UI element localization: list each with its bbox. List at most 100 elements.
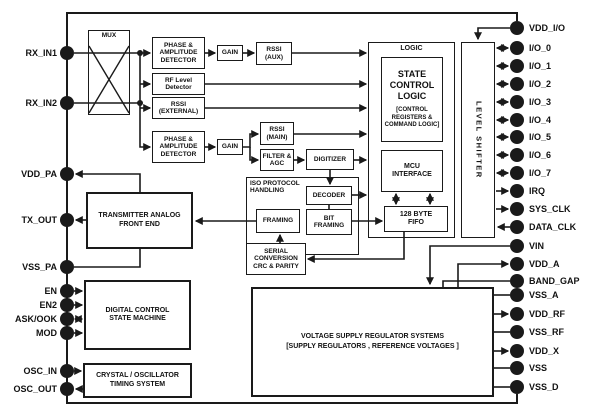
block-label: MCU INTERFACE [392, 162, 432, 178]
wire-rx-bus [139, 53, 152, 151]
block-transmitter-analog-front-end: TRANSMITTER ANALOG FRONT END [86, 192, 193, 249]
block-bit-framing: BIT FRAMING [306, 209, 352, 235]
pin-label-osc-in: OSC_IN [23, 366, 57, 376]
pin-band-gap [510, 274, 524, 288]
pin-io-2 [510, 77, 524, 91]
pin-io-4 [510, 113, 524, 127]
pin-label-io-0: I/O_0 [529, 43, 552, 53]
pin-label-rx-in1: RX_IN1 [25, 48, 57, 58]
junction-dot [137, 100, 143, 106]
block-label: VOLTAGE SUPPLY REGULATOR SYSTEMS [300, 333, 444, 341]
pin-label-io-6: I/O_6 [529, 150, 552, 160]
pin-label-vss: VSS [529, 363, 548, 373]
wire-gain2-filter [249, 147, 260, 164]
block-128-byte-fifo: 128 BYTE FIFO [384, 206, 448, 232]
pin-vss-rf [510, 325, 524, 339]
pin-vdd-a [510, 257, 524, 271]
pin-osc-out [60, 382, 74, 396]
pin-label-osc-out: OSC_OUT [13, 384, 57, 394]
block-phase-amplitude-detector-bottom: PHASE & AMPLITUDE DETECTOR [152, 131, 205, 163]
pin-io-0 [510, 41, 524, 55]
block-label: DIGITIZER [313, 155, 347, 163]
pin-label-io-4: I/O_4 [529, 115, 552, 125]
block-label: DECODER [312, 191, 346, 199]
block-filter-agc: FILTER & AGC [260, 149, 294, 171]
pin-irq [510, 184, 524, 198]
pin-label-vdd-io: VDD_I/O [529, 23, 566, 33]
block-label: RF Level Detector [164, 76, 193, 91]
block-gain-bottom: GAIN [217, 139, 243, 155]
block-rssi-external: RSSI (EXTERNAL) [152, 97, 205, 119]
pin-io-3 [510, 95, 524, 109]
pin-label-vss-d: VSS_D [529, 382, 559, 392]
block-rf-level-detector: RF Level Detector [152, 73, 205, 95]
wire-vsspa [74, 249, 141, 268]
pin-io-5 [510, 130, 524, 144]
pin-rx-in1 [60, 46, 74, 60]
wire-gain2-rssimain [243, 130, 260, 148]
block-label: GAIN [221, 49, 239, 57]
pin-io-1 [510, 59, 524, 73]
block-label: 128 BYTE FIFO [399, 210, 433, 226]
block-crystal-oscillator-timing-system: CRYSTAL / OSCILLATOR TIMING SYSTEM [83, 363, 192, 398]
block-label: CRYSTAL / OSCILLATOR TIMING SYSTEM [96, 372, 179, 388]
pin-mod [60, 326, 74, 340]
block-level-shifter: LEVEL SHIFTER [461, 42, 495, 238]
pin-en2 [60, 298, 74, 312]
pin-label-data-clk: DATA_CLK [529, 222, 577, 232]
pin-io-6 [510, 148, 524, 162]
block-label: GAIN [221, 143, 239, 151]
pin-label-io-7: I/O_7 [529, 168, 552, 178]
block-serial-conversion: SERIAL CONVERSION CRC & PARITY [246, 243, 306, 275]
block-label: BIT FRAMING [313, 214, 345, 229]
pin-label-irq: IRQ [529, 186, 546, 196]
pin-label-vin: VIN [529, 241, 545, 251]
block-gain-top: GAIN [217, 45, 243, 61]
pin-osc-in [60, 364, 74, 378]
block-mcu-interface: MCU INTERFACE [381, 150, 443, 192]
block-phase-amplitude-detector-top: PHASE & AMPLITUDE DETECTOR [152, 37, 205, 69]
block-label: RSSI (AUX) [264, 46, 284, 61]
block-label: SERIAL CONVERSION CRC & PARITY [253, 247, 299, 270]
wire-vin [426, 245, 510, 286]
pin-vss-pa [60, 260, 74, 274]
pin-label-io-5: I/O_5 [529, 132, 552, 142]
pin-label-band-gap: BAND_GAP [529, 276, 580, 286]
pin-vdd-pa [60, 167, 74, 181]
pin-vdd-io [510, 21, 524, 35]
pin-rx-in2 [60, 96, 74, 110]
pin-label-en: EN [44, 286, 57, 296]
block-mux: MUX [88, 30, 130, 115]
wire-vdda [457, 260, 510, 287]
pin-label-en2: EN2 [39, 300, 57, 310]
pin-label-ask-ook: ASK/OOK [14, 314, 57, 324]
pin-label-sys-clk: SYS_CLK [529, 204, 571, 214]
block-label: PHASE & AMPLITUDE DETECTOR [159, 135, 198, 158]
pin-vss [510, 361, 524, 375]
pin-data-clk [510, 220, 524, 234]
block-digitizer: DIGITIZER [306, 149, 354, 170]
pin-vdd-x [510, 344, 524, 358]
pin-label-io-2: I/O_2 [529, 79, 552, 89]
block-rssi-main: RSSI (MAIN) [260, 122, 294, 145]
right-pins [510, 21, 524, 394]
pin-label-vss-a: VSS_A [529, 290, 559, 300]
pin-ask-ook [60, 312, 74, 326]
mux-cross [88, 45, 130, 114]
pin-tx-out [60, 213, 74, 227]
left-pins [60, 46, 74, 396]
wire-fifo-serial [306, 232, 405, 263]
pin-vdd-rf [510, 307, 524, 321]
block-label: TRANSMITTER ANALOG FRONT END [98, 212, 181, 228]
block-digital-control-state-machine: DIGITAL CONTROL STATE MACHINE [84, 280, 191, 350]
block-label: ISO PROTOCOL HANDLING [250, 180, 300, 195]
pin-label-vss-rf: VSS_RF [529, 327, 565, 337]
block-label: MUX [101, 32, 117, 39]
block-label: STATE CONTROL LOGIC [389, 69, 435, 101]
block-label: LOGIC [400, 45, 423, 52]
wire-bandgap [442, 280, 510, 287]
pin-label-rx-in2: RX_IN2 [25, 98, 57, 108]
pin-vss-d [510, 380, 524, 394]
pin-label-tx-out: TX_OUT [21, 215, 57, 225]
